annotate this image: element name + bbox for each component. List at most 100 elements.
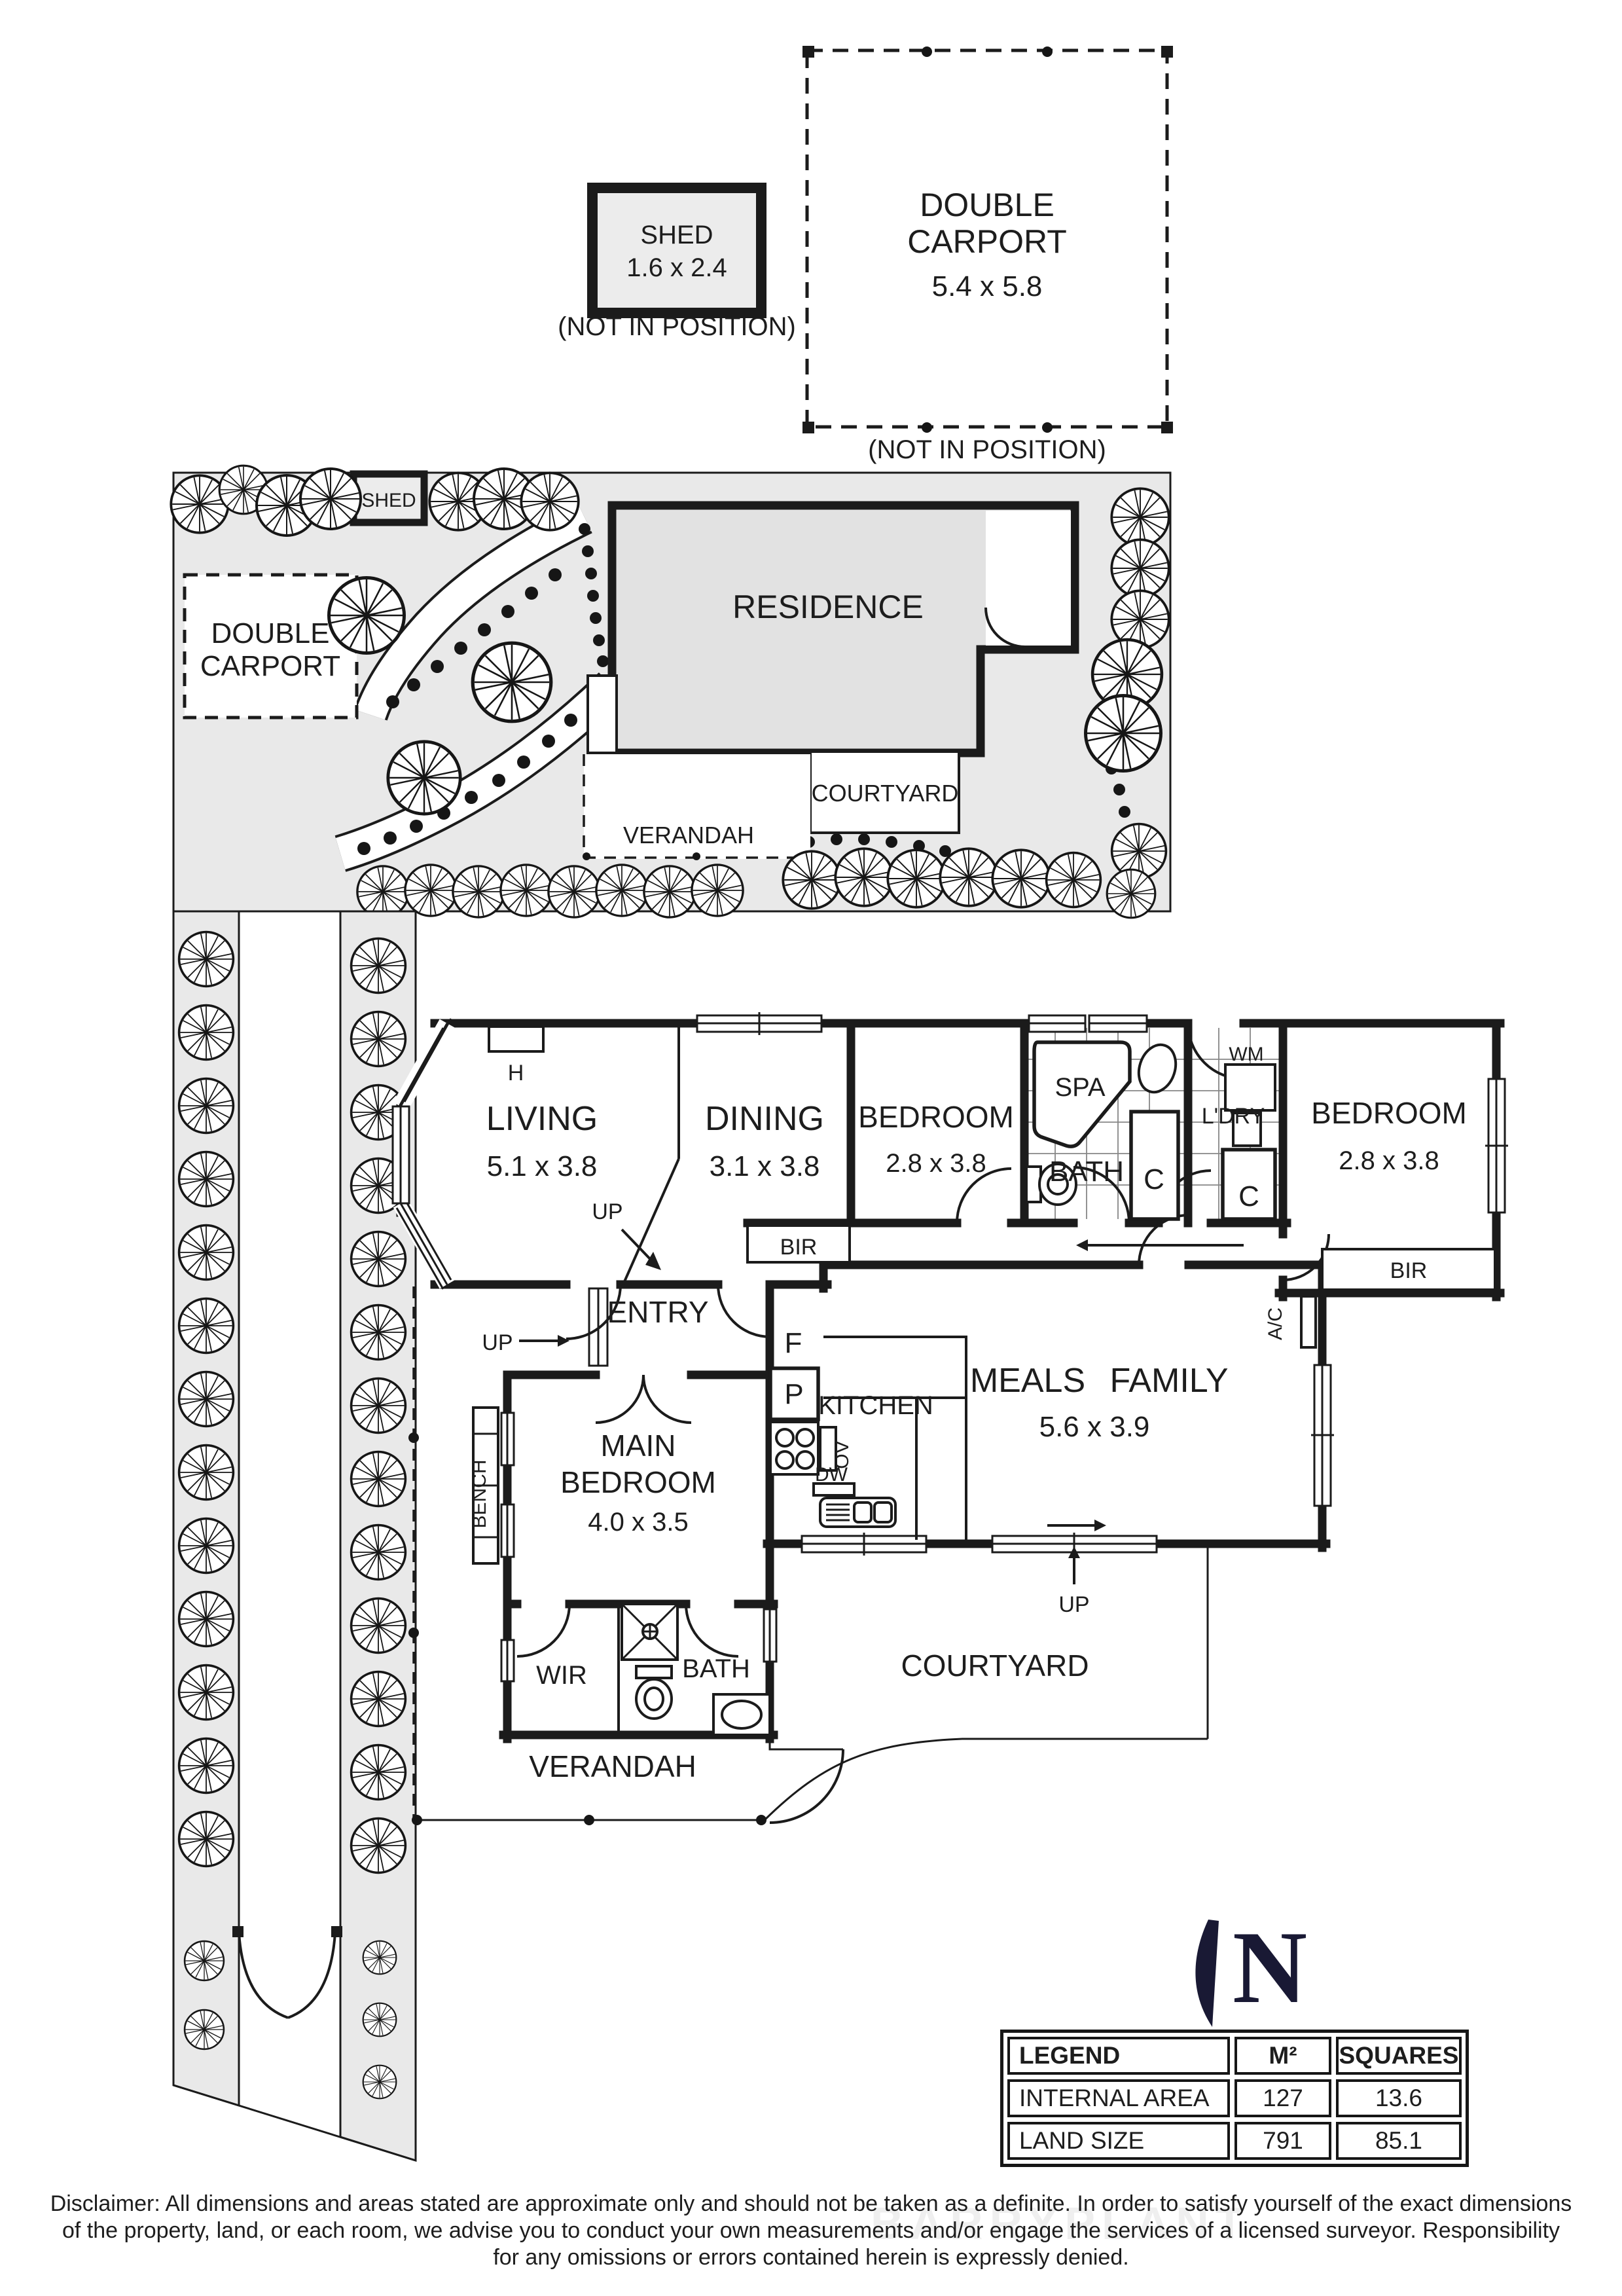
floor-plan: H LIVING 5.1 x 3.8 DINING 3.1 x 3.8 BEDR… xyxy=(391,1012,1508,1825)
bath-label: BATH xyxy=(1049,1156,1124,1188)
bench-label: BENCH xyxy=(469,1459,490,1528)
meals-dims: 5.6 x 3.9 xyxy=(1039,1411,1150,1443)
site-carport-label-2: CARPORT xyxy=(200,650,340,682)
main-bedroom-dims: 4.0 x 3.5 xyxy=(588,1508,688,1537)
bir-box-right xyxy=(1321,1248,1496,1291)
carport-label-2: CARPORT xyxy=(907,223,1067,260)
bir-right-label: BIR xyxy=(1390,1258,1428,1283)
plan-arrows xyxy=(519,1228,1244,1584)
oven-box xyxy=(819,1426,837,1472)
bir-box-left xyxy=(746,1224,851,1264)
spa-bath-fixtures xyxy=(1025,1040,1277,1221)
site-verandah-label: VERANDAH xyxy=(623,822,754,848)
window xyxy=(500,1503,515,1558)
living-dims: 5.1 x 3.8 xyxy=(487,1150,598,1182)
kitchen-fixtures xyxy=(768,1336,967,1540)
stair-up-label: UP xyxy=(592,1199,622,1224)
window xyxy=(1311,1364,1334,1507)
cupboard-label-2: C xyxy=(1238,1180,1259,1212)
fridge-label: F xyxy=(785,1327,802,1359)
site-residence: RESIDENCE xyxy=(586,501,1079,757)
window xyxy=(801,1533,928,1556)
entry-label: ENTRY xyxy=(607,1295,708,1329)
cupboard-label: C xyxy=(1144,1163,1164,1195)
ldry-label: L'DRY xyxy=(1202,1104,1265,1129)
shed-label: SHED xyxy=(640,221,713,249)
wm-label: WM xyxy=(1229,1044,1263,1065)
window xyxy=(696,1012,823,1035)
site-plan: RESIDENCE COURTYARD VERANDAH SHED DOUBLE… xyxy=(170,464,1172,919)
verandah-label: VERANDAH xyxy=(529,1749,696,1783)
legend-row-internal-m2: 127 xyxy=(1235,2079,1331,2117)
meals-label: MEALS xyxy=(970,1362,1085,1400)
legend-row-internal-squares: 13.6 xyxy=(1336,2079,1462,2117)
window xyxy=(763,1608,778,1663)
window xyxy=(1028,1014,1087,1033)
legend-row-land-m2: 791 xyxy=(1235,2122,1331,2160)
north-label: N xyxy=(1233,1910,1307,2025)
legend-header-label: LEGEND xyxy=(1007,2037,1230,2075)
driveway xyxy=(172,910,417,2162)
site-carport: DOUBLE CARPORT xyxy=(183,573,359,720)
north-arrow: N xyxy=(1195,1910,1307,2027)
heater-box xyxy=(488,1025,545,1053)
family-label: FAMILY xyxy=(1109,1362,1228,1400)
site-carport-label-1: DOUBLE xyxy=(211,617,330,649)
site-courtyard-area xyxy=(809,750,960,834)
shed-dims: 1.6 x 2.4 xyxy=(626,253,727,282)
spa-label: SPA xyxy=(1054,1073,1105,1102)
bedroom-mid-label: BEDROOM xyxy=(858,1100,1014,1134)
living-label: LIVING xyxy=(486,1100,598,1138)
disclaimer-line-2: of the property, land, or each room, we … xyxy=(62,2218,1560,2243)
ac-label: A/C xyxy=(1265,1307,1286,1340)
window xyxy=(1088,1014,1148,1033)
site-shed-label: SHED xyxy=(361,490,416,511)
window xyxy=(500,1639,515,1683)
carport-dims: 5.4 x 5.8 xyxy=(932,270,1043,302)
dining-dims: 3.1 x 3.8 xyxy=(710,1150,820,1182)
bench xyxy=(472,1406,499,1565)
window xyxy=(1485,1078,1508,1214)
site-residence-label: RESIDENCE xyxy=(732,589,924,625)
oven-label: OV xyxy=(831,1440,853,1468)
legend-row-internal-label: INTERNAL AREA xyxy=(1007,2079,1230,2117)
site-shrubs xyxy=(357,523,1130,858)
legend-header-m2: M² xyxy=(1235,2037,1331,2075)
courtyard-label: COURTYARD xyxy=(901,1649,1089,1683)
bedroom-mid-dims: 2.8 x 3.8 xyxy=(886,1149,986,1178)
h-label: H xyxy=(508,1061,524,1085)
legend-header-squares: SQUARES xyxy=(1336,2037,1462,2075)
bath2-fixtures xyxy=(621,1603,771,1736)
legend-row-land-label: LAND SIZE xyxy=(1007,2122,1230,2160)
bath2-label: BATH xyxy=(682,1654,750,1683)
pantry-box xyxy=(768,1366,820,1421)
carport-label-1: DOUBLE xyxy=(920,187,1054,223)
carport-note: (NOT IN POSITION) xyxy=(868,435,1106,464)
top-shed: SHED 1.6 x 2.4 (NOT IN POSITION) xyxy=(558,183,796,341)
dining-label: DINING xyxy=(705,1100,824,1138)
bedroom-right-label: BEDROOM xyxy=(1311,1096,1467,1130)
watermark: BARRYPLANT xyxy=(871,2198,1250,2249)
pantry-label: P xyxy=(784,1378,803,1410)
entry-up-label: UP xyxy=(482,1330,513,1355)
bir-left-label: BIR xyxy=(780,1235,818,1260)
dw-label: DW xyxy=(815,1464,848,1485)
top-carport: DOUBLE CARPORT 5.4 x 5.8 (NOT IN POSITIO… xyxy=(802,46,1173,464)
kitchen-label: KITCHEN xyxy=(818,1391,933,1420)
main-bedroom-label-2: BEDROOM xyxy=(560,1465,716,1499)
ac-unit xyxy=(1300,1295,1317,1349)
dishwasher-box xyxy=(812,1482,856,1497)
disclaimer-line-1: Disclaimer: All dimensions and areas sta… xyxy=(50,2191,1572,2216)
disclaimer-line-3: for any omissions or errors contained he… xyxy=(493,2245,1129,2270)
meals-up-label: UP xyxy=(1058,1592,1089,1617)
site-courtyard-label: COURTYARD xyxy=(812,780,959,807)
stair-rail xyxy=(588,1287,609,1367)
bay-window xyxy=(391,1018,455,1290)
main-bedroom-label-1: MAIN xyxy=(601,1429,676,1463)
legend-row-land-squares: 85.1 xyxy=(1336,2122,1462,2160)
wir-label: WIR xyxy=(536,1661,587,1690)
shed-note: (NOT IN POSITION) xyxy=(558,312,796,341)
site-verandah-area xyxy=(584,754,810,859)
